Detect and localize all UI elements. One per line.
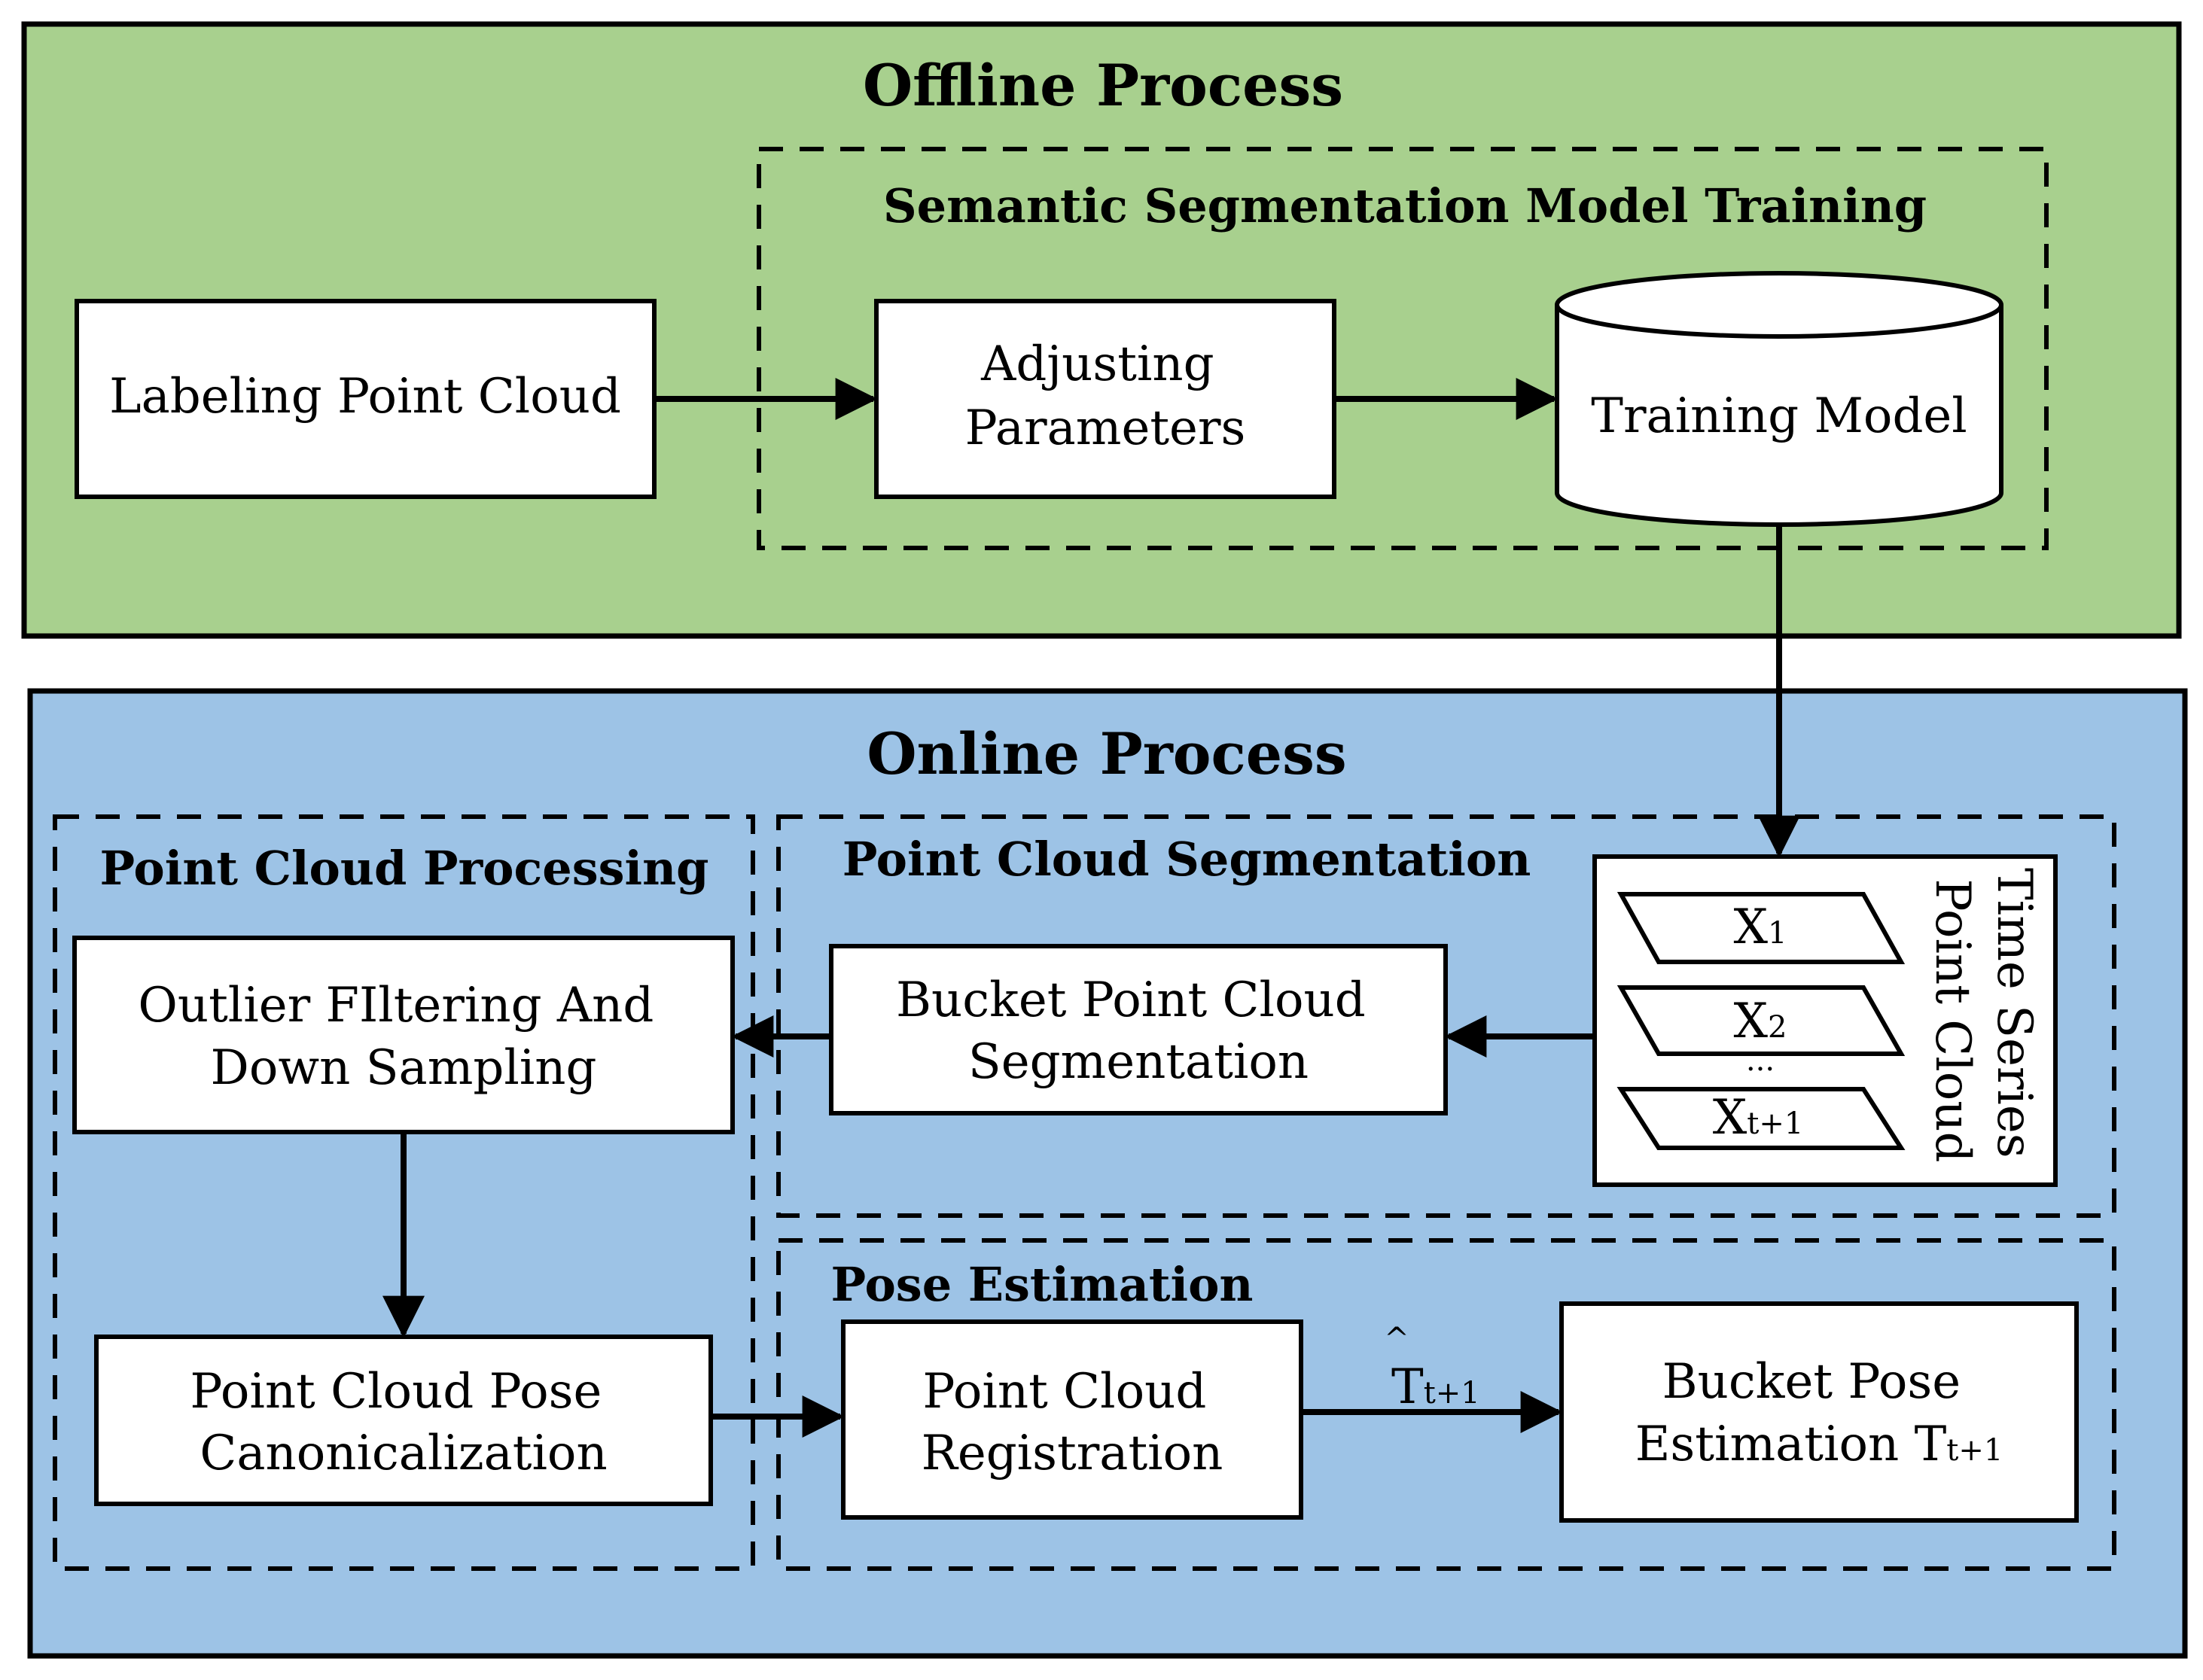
edge-label-sub: t+1 [1424, 1376, 1480, 1411]
time-series-frame-1 [1616, 892, 1906, 964]
online-title: Online Process [867, 720, 1346, 787]
time-series-frame-1-label: X1 [1733, 899, 1787, 955]
pose-canonicalization-node [94, 1335, 713, 1506]
time-series-frame-1-sub: 1 [1768, 916, 1787, 951]
adjusting-parameters-node [874, 299, 1336, 499]
time-series-frame-3-label: Xt+1 [1713, 1090, 1804, 1146]
pose-canonicalization-label: Point Cloud Pose Canonicalization [190, 1364, 617, 1481]
time-series-label-line2: Point Cloud [1924, 879, 1980, 1163]
bucket-pose-line2-base: Estimation T [1635, 1417, 1947, 1472]
time-series-frame-3-sub: t+1 [1747, 1106, 1803, 1141]
bucket-pose-label: Bucket Pose Estimation Tt+1 [1635, 1354, 2003, 1472]
edge-label-hat: ^ [1384, 1322, 1409, 1356]
pose-group-frame [776, 1238, 2116, 1571]
adjusting-parameters-line1: Adjusting [980, 336, 1214, 392]
processing-group-frame [53, 814, 755, 1571]
bucket-segmentation-node [829, 944, 1448, 1115]
outlier-filtering-label: Outlier FIltering And Down Sampling [138, 978, 669, 1096]
time-series-frame-3-base: X [1713, 1090, 1747, 1146]
bucket-pose-line1: Bucket Pose [1662, 1354, 1961, 1410]
pose-canonicalization-line1: Point Cloud Pose [190, 1364, 602, 1420]
registration-line2: Registration [922, 1426, 1223, 1481]
bucket-pose-line2: Estimation Tt+1 [1635, 1417, 2003, 1472]
bucket-segmentation-line2: Segmentation [968, 1034, 1309, 1090]
bucket-segmentation-line1: Bucket Point Cloud [896, 972, 1366, 1028]
segmentation-group-title: Point Cloud Segmentation [843, 832, 1531, 887]
time-series-frame-3 [1616, 1087, 1906, 1150]
offline-title: Offline Process [863, 52, 1343, 119]
registration-label: Point Cloud Registration [922, 1364, 1223, 1481]
registration-line1: Point Cloud [922, 1364, 1206, 1420]
training-model-label: Training Model [1591, 388, 1967, 444]
edge-label-transform: Tt+1 [1391, 1359, 1480, 1415]
outlier-filtering-line1: Outlier FIltering And [138, 978, 654, 1033]
time-series-frame-1-base: X [1733, 899, 1768, 955]
outlier-filtering-node [72, 936, 735, 1134]
time-series-label: Time Series Point Cloud [1924, 868, 2042, 1173]
time-series-frame-2-label: X2 [1733, 994, 1787, 1049]
training-model-node [1555, 271, 2003, 527]
time-series-frame-2-base: X [1733, 994, 1768, 1049]
segmentation-group-frame [776, 814, 2116, 1218]
time-series-frame-2 [1616, 985, 1906, 1056]
time-series-frame-2-sub: 2 [1768, 1010, 1787, 1045]
edge-label-base: T [1391, 1359, 1424, 1415]
time-series-label-line1: Time Series [1986, 868, 2042, 1158]
adjusting-parameters-line2: Parameters [965, 400, 1246, 456]
bucket-pose-line2-sub: t+1 [1946, 1433, 2003, 1468]
registration-node [841, 1319, 1303, 1520]
pose-canonicalization-line2: Canonicalization [200, 1426, 607, 1481]
labeling-point-cloud-node [75, 299, 657, 499]
processing-group-title: Point Cloud Processing [99, 841, 708, 896]
training-group-title: Semantic Segmentation Model Training [883, 178, 1927, 233]
bucket-segmentation-label: Bucket Point Cloud Segmentation [896, 972, 1381, 1090]
outlier-filtering-line2: Down Sampling [211, 1040, 597, 1096]
bucket-pose-node [1559, 1301, 2079, 1523]
labeling-point-cloud-label: Labeling Point Cloud [109, 369, 621, 425]
training-group-frame [757, 147, 2049, 550]
time-series-ellipsis: ... [1746, 1043, 1775, 1078]
pose-group-title: Pose Estimation [831, 1257, 1254, 1312]
adjusting-parameters-label: Adjusting Parameters [965, 336, 1246, 456]
